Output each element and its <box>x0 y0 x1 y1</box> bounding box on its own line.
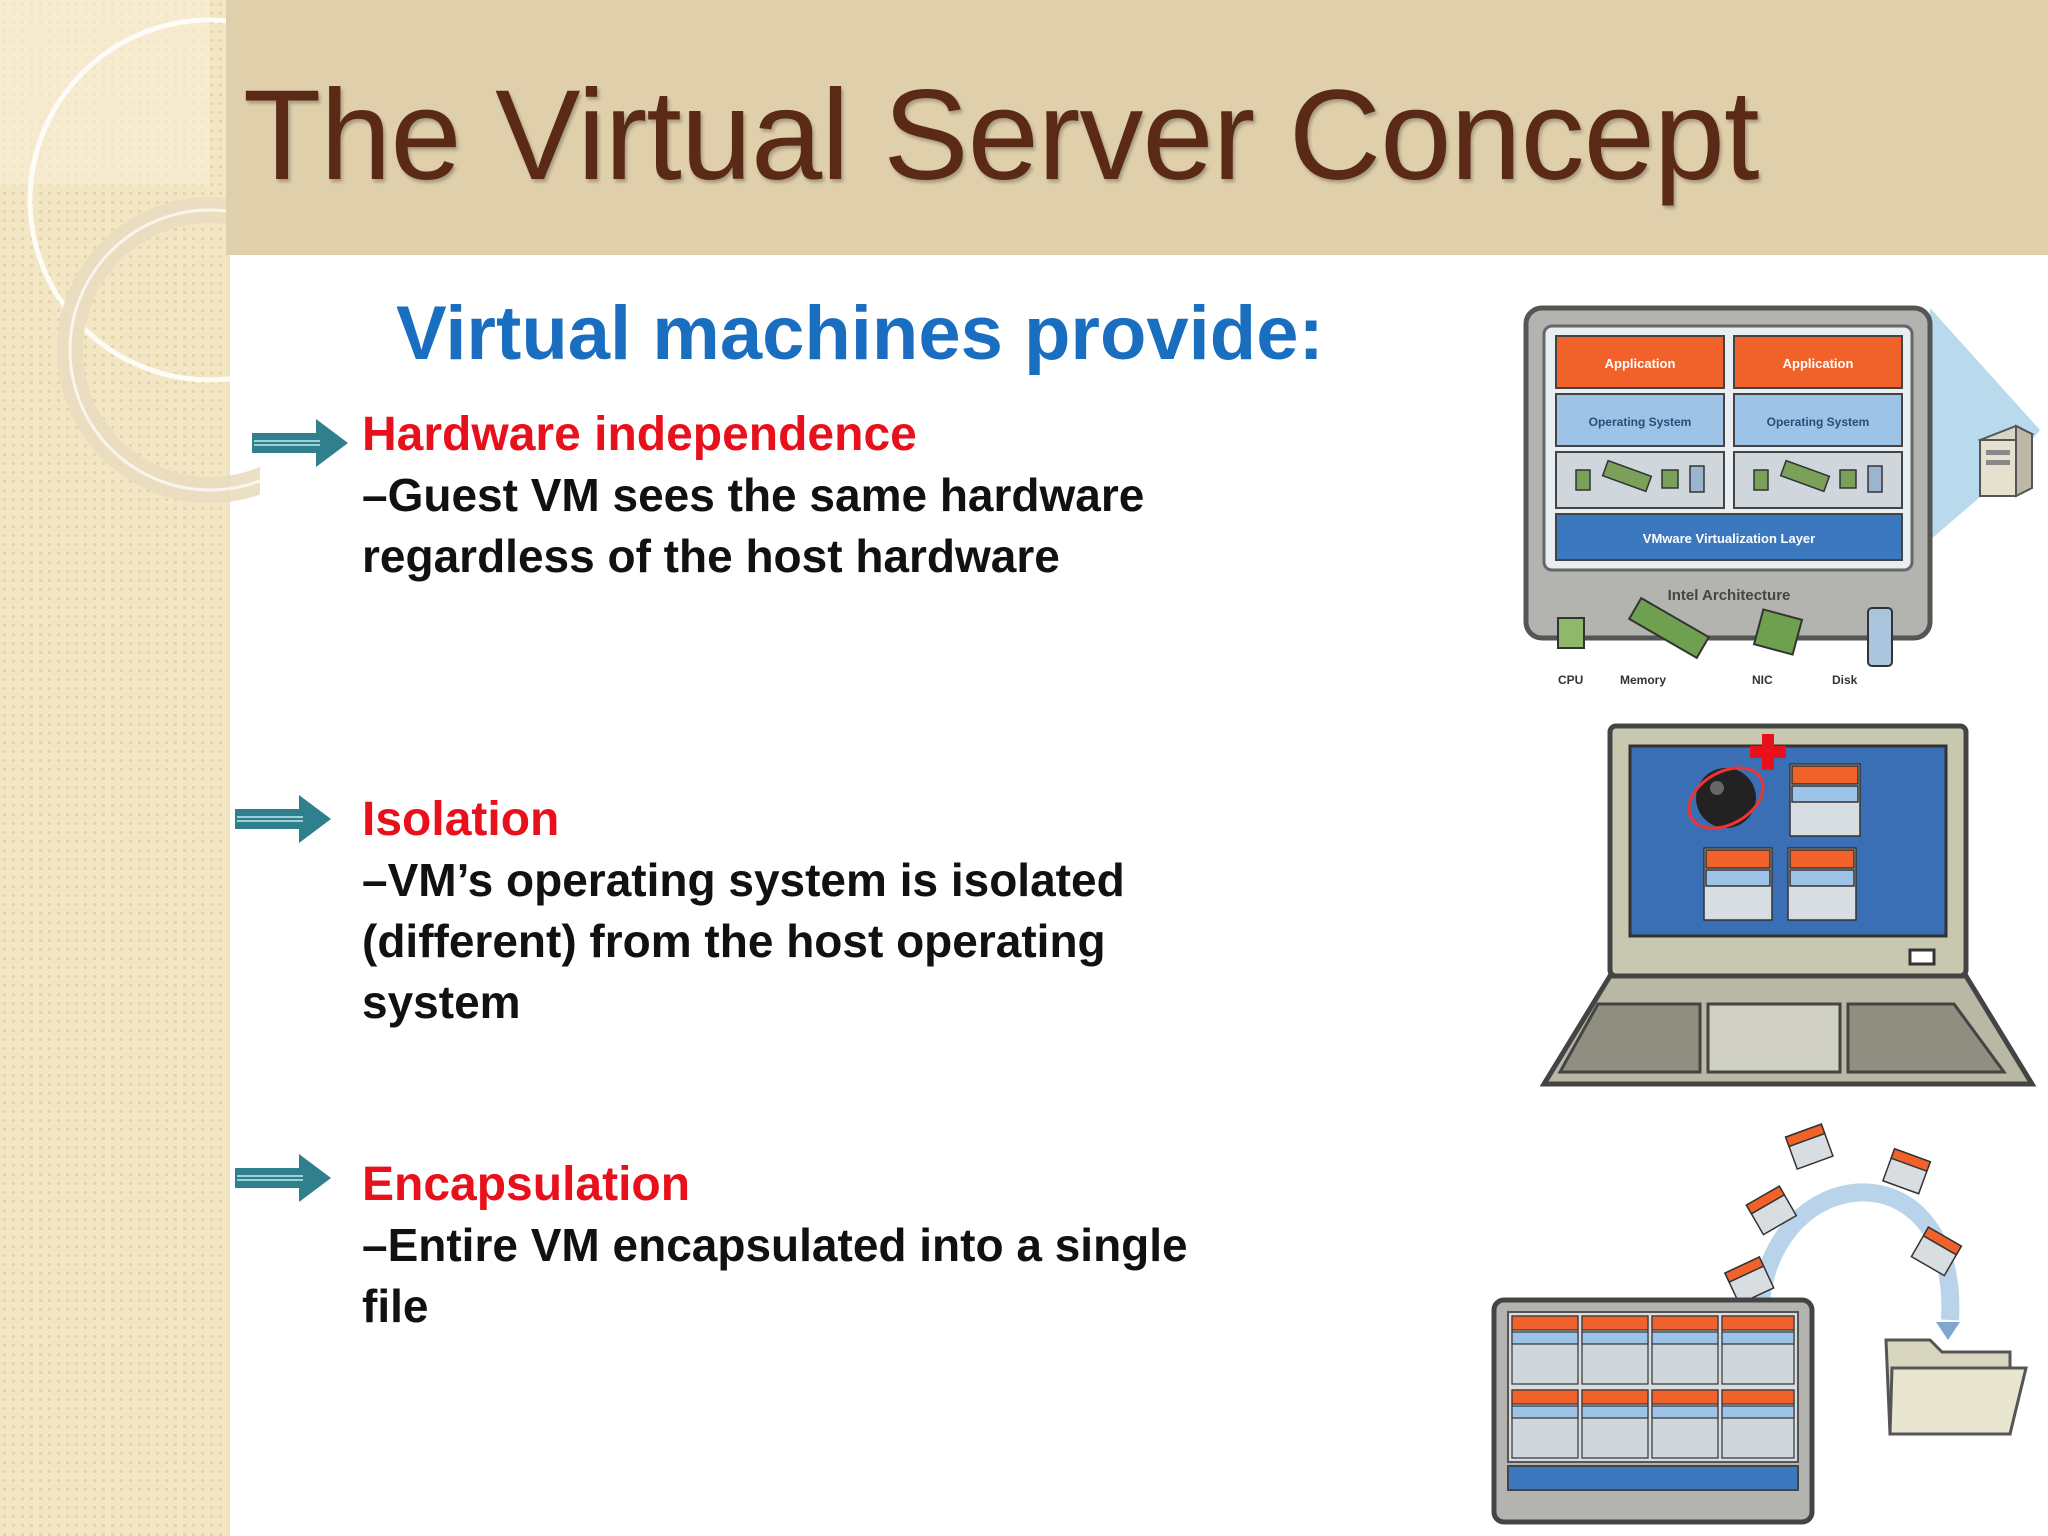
diagram-label: NIC <box>1752 673 1773 687</box>
arrow-right-icon <box>235 1154 331 1202</box>
diagram-label: Intel Architecture <box>1668 587 1791 604</box>
diagram-label: Application <box>1605 356 1676 371</box>
diagram-label: Memory <box>1620 673 1666 687</box>
slide-subtitle: Virtual machines provide: <box>396 291 1324 376</box>
point-text: (different) from the host operating <box>362 915 1106 967</box>
folder-icon <box>1884 1338 2028 1436</box>
decorative-rings <box>0 0 260 503</box>
arrow-right-icon <box>252 419 348 467</box>
point-encapsulation: Encapsulation –Entire VM encapsulated in… <box>362 1155 1362 1337</box>
point-isolation: Isolation –VM’s operating system is isol… <box>362 790 1362 1033</box>
arrow-right-icon <box>235 795 331 843</box>
title-band <box>226 0 2048 255</box>
encapsulation-illustration <box>1491 1123 2028 1525</box>
point-heading: Isolation <box>362 793 560 846</box>
isolation-laptop-illustration <box>1540 723 2037 1087</box>
point-text: –Entire VM encapsulated into a single <box>362 1219 1188 1271</box>
point-text: system <box>362 976 521 1028</box>
point-heading: Hardware independence <box>362 408 917 461</box>
point-text: –VM’s operating system is isolated <box>362 854 1125 906</box>
medical-cross-icon <box>1750 734 1786 770</box>
point-hardware-independence: Hardware independence –Guest VM sees the… <box>362 405 1362 587</box>
diagram-label: Disk <box>1832 673 1858 687</box>
slide-title: The Virtual Server Concept <box>243 64 1759 207</box>
point-text: –Guest VM sees the same hardware <box>362 469 1145 521</box>
virus-bomb-icon <box>1687 766 1765 830</box>
diagram-label: VMware Virtualization Layer <box>1643 531 1815 546</box>
diagram-label: Operating System <box>1589 415 1692 429</box>
diagram-label: CPU <box>1558 673 1583 687</box>
point-text: regardless of the host hardware <box>362 530 1060 582</box>
hardware-independence-illustration: Application Application Operating System… <box>1523 305 2040 687</box>
point-heading: Encapsulation <box>362 1158 691 1211</box>
server-tower-icon <box>1977 424 2035 498</box>
diagram-label: Application <box>1783 356 1854 371</box>
diagram-label: Operating System <box>1767 415 1870 429</box>
point-text: file <box>362 1280 429 1332</box>
